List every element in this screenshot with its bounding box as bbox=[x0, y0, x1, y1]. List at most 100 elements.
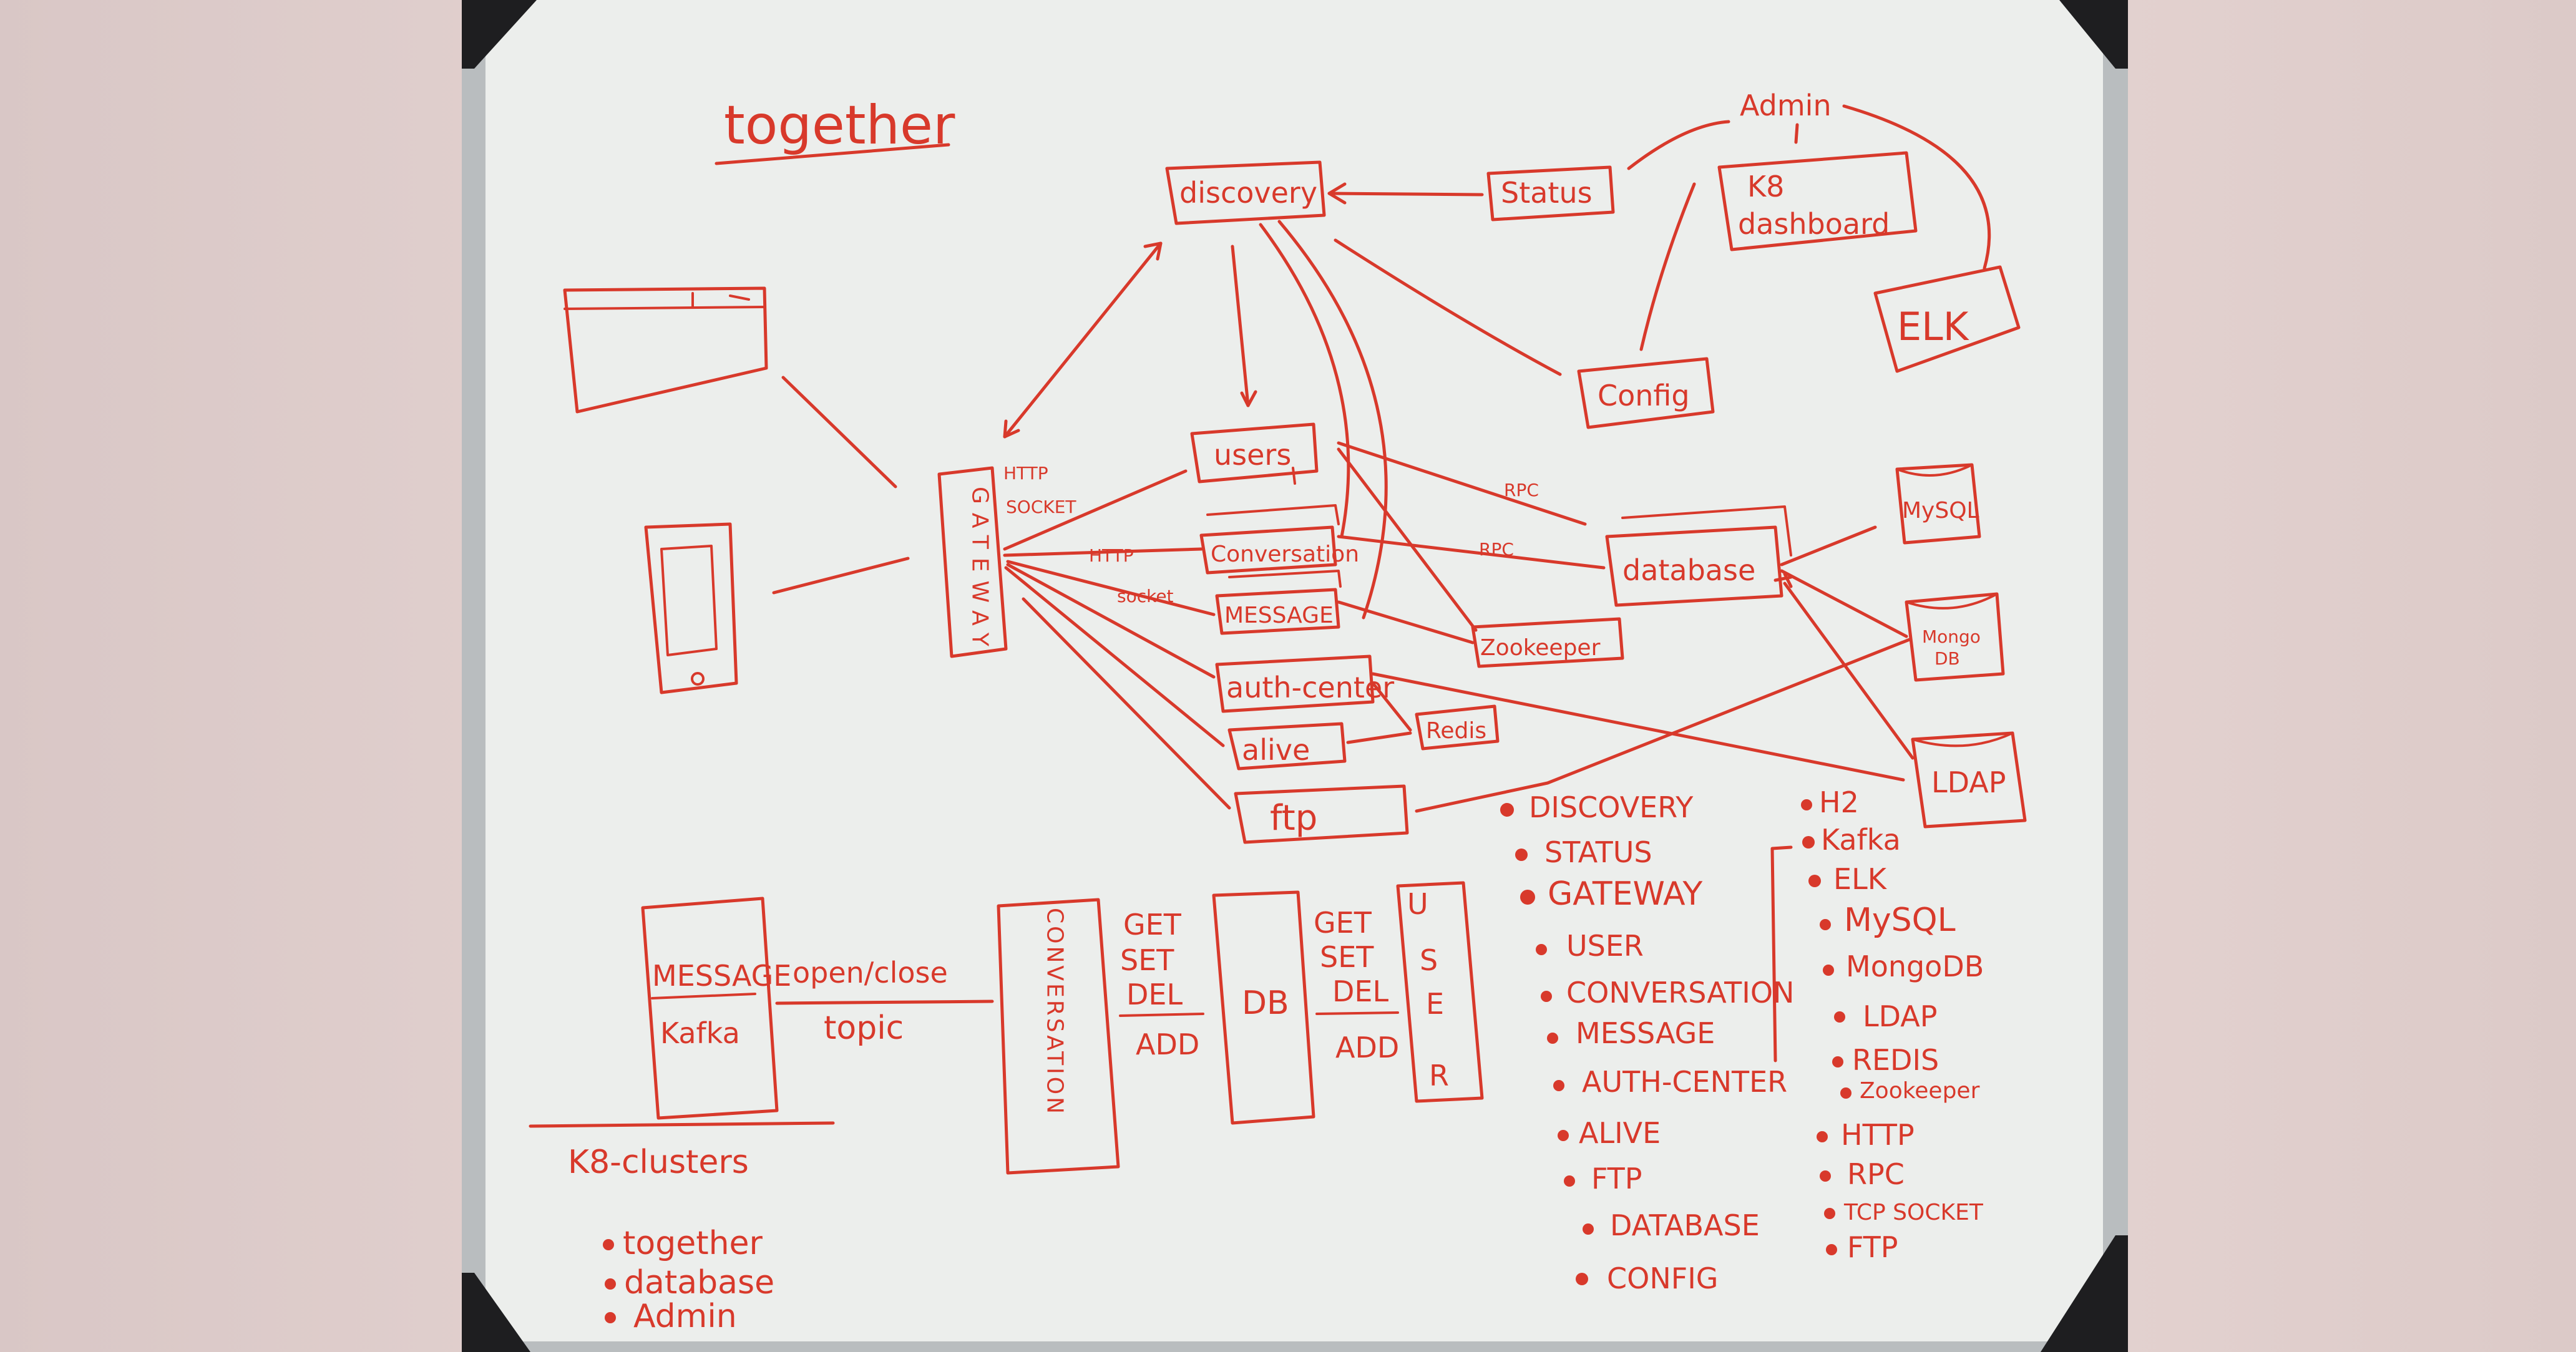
gateway-http-label: HTTP bbox=[1003, 463, 1048, 484]
service-user: USER bbox=[1566, 929, 1644, 963]
message-label: MESSAGE bbox=[1224, 603, 1334, 628]
zookeeper-label: Zookeeper bbox=[1480, 635, 1601, 661]
redis-label: Redis bbox=[1426, 718, 1486, 744]
ops-left-add: ADD bbox=[1136, 1028, 1199, 1061]
k8-dashboard-node: K8 dashboard bbox=[1717, 151, 1918, 251]
tech-redis: REDIS bbox=[1852, 1043, 1939, 1077]
status-node: Status bbox=[1486, 165, 1615, 221]
connection-lines bbox=[772, 104, 1991, 813]
config-node: Config bbox=[1577, 357, 1715, 429]
gateway-socket-label: SOCKET bbox=[1006, 497, 1076, 517]
ldap-label: LDAP bbox=[1931, 766, 2006, 799]
tech-list: H2 Kafka ELK MySQL MongoDB LDAP REDIS Zo… bbox=[1801, 785, 1984, 1264]
ops-right-get: GET bbox=[1314, 906, 1372, 940]
tech-mongodb: MongoDB bbox=[1846, 950, 1984, 983]
cluster-item-3: Admin bbox=[633, 1298, 737, 1335]
service-ftp: FTP bbox=[1591, 1162, 1642, 1195]
mongodb-label-1: Mongo bbox=[1922, 626, 1981, 647]
service-discovery: DISCOVERY bbox=[1529, 790, 1694, 824]
auth-center-node: auth-center bbox=[1215, 654, 1394, 713]
user-vertical-s: S bbox=[1420, 943, 1438, 977]
user-vertical-u: U bbox=[1407, 887, 1428, 921]
ops-left-get: GET bbox=[1123, 908, 1182, 941]
k8-label: K8 bbox=[1747, 170, 1784, 203]
title-underline bbox=[715, 143, 950, 165]
corner-bottom-left bbox=[462, 1273, 530, 1352]
lower-diagram: MESSAGE Kafka open/close topic CONVERSAT… bbox=[529, 881, 1484, 1181]
auth-center-label: auth-center bbox=[1226, 671, 1394, 704]
k8-clusters-label: K8-clusters bbox=[568, 1144, 749, 1181]
ftp-label: ftp bbox=[1270, 798, 1317, 839]
mongodb-node: Mongo DB bbox=[1905, 592, 2005, 682]
edge-label-rpc-2: RPC bbox=[1479, 539, 1514, 560]
ldap-node: LDAP bbox=[1911, 731, 2027, 829]
mongodb-label-2: DB bbox=[1934, 648, 1960, 669]
cluster-item-2: database bbox=[624, 1264, 774, 1301]
service-status: STATUS bbox=[1544, 835, 1652, 869]
service-alive: ALIVE bbox=[1579, 1116, 1661, 1150]
users-label: users bbox=[1214, 438, 1291, 472]
corner-top-right bbox=[2059, 0, 2128, 69]
cluster-list: together database Admin bbox=[603, 1225, 774, 1335]
tech-tcp-socket: TCP SOCKET bbox=[1843, 1200, 1984, 1225]
database-node: database bbox=[1605, 505, 1792, 607]
edge-label-socket: socket bbox=[1117, 586, 1174, 606]
service-message: MESSAGE bbox=[1576, 1016, 1715, 1050]
database-label: database bbox=[1622, 553, 1755, 587]
discovery-node: discovery bbox=[1165, 160, 1326, 225]
alive-label: alive bbox=[1242, 733, 1310, 767]
elk-node: ELK bbox=[1873, 265, 2021, 373]
tech-mysql: MySQL bbox=[1844, 902, 1956, 939]
db-label: DB bbox=[1242, 985, 1289, 1022]
alive-node: alive bbox=[1227, 722, 1347, 771]
service-config: CONFIG bbox=[1607, 1262, 1718, 1295]
ops-right-add: ADD bbox=[1335, 1031, 1399, 1064]
status-label: Status bbox=[1501, 176, 1593, 210]
tech-ldap: LDAP bbox=[1863, 999, 1937, 1033]
user-vertical-r: R bbox=[1429, 1059, 1449, 1092]
cluster-item-1: together bbox=[623, 1225, 763, 1262]
open-close-label: open/close bbox=[793, 956, 948, 990]
lower-message-label: MESSAGE bbox=[652, 959, 791, 993]
topic-label: topic bbox=[824, 1009, 904, 1047]
conversation-vertical-label: CONVERSATION bbox=[1042, 908, 1068, 1116]
users-node: users bbox=[1190, 422, 1319, 485]
mysql-node: MySQL bbox=[1895, 463, 1981, 545]
corner-bottom-right bbox=[2041, 1235, 2128, 1352]
elk-label: ELK bbox=[1897, 304, 1969, 349]
ops-left-del: DEL bbox=[1126, 978, 1183, 1011]
tech-h2: H2 bbox=[1819, 785, 1859, 819]
ops-right-del: DEL bbox=[1332, 975, 1388, 1008]
service-database: DATABASE bbox=[1610, 1209, 1760, 1242]
admin-label: Admin bbox=[1740, 89, 1832, 122]
services-list: DISCOVERY STATUS GATEWAY USER CONVERSATI… bbox=[1500, 790, 1794, 1295]
edge-label-rpc-1: RPC bbox=[1504, 480, 1539, 500]
conversation-label: Conversation bbox=[1211, 542, 1359, 567]
tech-zookeeper: Zookeeper bbox=[1860, 1078, 1980, 1104]
tech-http: HTTP bbox=[1841, 1118, 1915, 1152]
ftp-node: ftp bbox=[1234, 784, 1409, 844]
zookeeper-node: Zookeeper bbox=[1471, 617, 1624, 668]
tech-elk: ELK bbox=[1833, 862, 1888, 896]
config-label: Config bbox=[1598, 379, 1690, 412]
ops-right-set: SET bbox=[1320, 940, 1374, 974]
mobile-phone-sketch bbox=[644, 522, 738, 694]
conversation-node: Conversation bbox=[1199, 504, 1359, 575]
service-auth-center: AUTH-CENTER bbox=[1582, 1065, 1787, 1099]
dashboard-label: dashboard bbox=[1738, 207, 1890, 241]
user-vertical-e: E bbox=[1426, 987, 1444, 1021]
mysql-label: MySQL bbox=[1902, 498, 1979, 523]
corner-top-left bbox=[462, 0, 537, 69]
edge-label-http: HTTP bbox=[1089, 545, 1134, 566]
service-conversation: CONVERSATION bbox=[1566, 976, 1794, 1009]
lower-kafka-label: Kafka bbox=[660, 1016, 740, 1050]
gateway-label: GATEWAY bbox=[967, 487, 993, 655]
ops-left-set: SET bbox=[1120, 943, 1174, 977]
gateway-node: GATEWAY HTTP SOCKET bbox=[937, 463, 1076, 658]
message-node: MESSAGE bbox=[1215, 570, 1342, 635]
discovery-label: discovery bbox=[1179, 176, 1317, 210]
redis-node: Redis bbox=[1415, 704, 1500, 751]
service-gateway: GATEWAY bbox=[1548, 875, 1703, 913]
tech-rpc: RPC bbox=[1847, 1157, 1905, 1191]
